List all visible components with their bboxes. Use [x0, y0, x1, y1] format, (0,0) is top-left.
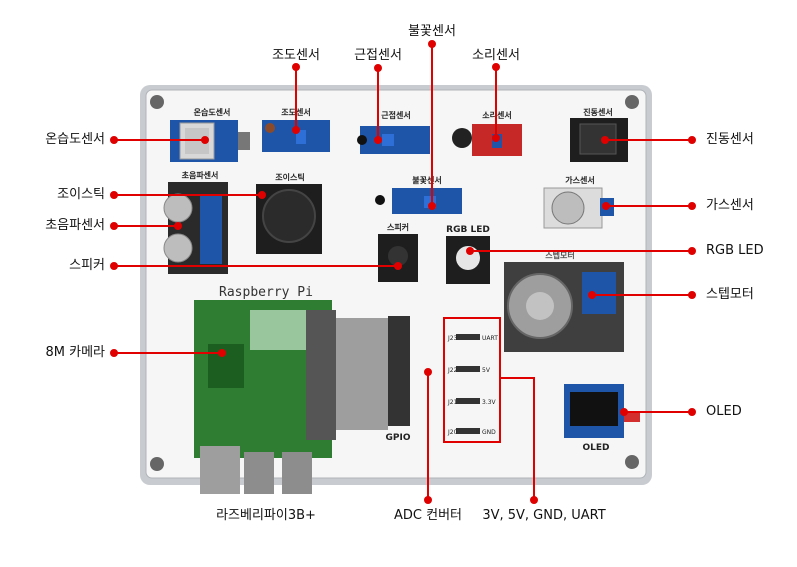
label-oled: OLED [706, 404, 742, 419]
module-joystick [256, 184, 322, 254]
board-text-oled: OLED [582, 443, 609, 453]
label-temp-humidity: 온습도센서 [45, 132, 105, 147]
board-text-j23: J23 [447, 335, 458, 342]
board-text-joystick: 조이스틱 [275, 172, 304, 182]
module-proximity [357, 126, 430, 154]
board-text-3v3: 3.3V [482, 399, 497, 406]
label-flame: 불꽃센서 [408, 24, 456, 39]
board-text-raspberry: Raspberry Pi [219, 285, 313, 300]
header-pins [443, 317, 501, 443]
board-text-ultrasonic: 초음파센서 [182, 170, 219, 180]
board-text-j21: J21 [447, 399, 458, 406]
board-text-temp-humidity: 온습도센서 [194, 107, 231, 117]
screw-icon [625, 455, 639, 469]
board-text-uart: UART [482, 335, 498, 342]
board-text-flame: 불꽃센서 [412, 175, 441, 185]
label-stepper: 스텝모터 [706, 287, 754, 302]
board-text-gas: 가스센서 [565, 175, 594, 185]
module-vibration [570, 118, 628, 162]
label-illuminance: 조도센서 [272, 48, 320, 63]
board-text-speaker: 스피커 [387, 222, 409, 232]
label-raspberry: 라즈베리파이3B+ [216, 508, 316, 523]
board-text-stepper: 스텝모터 [545, 250, 574, 260]
board-text-gnd: GND [482, 429, 496, 436]
module-oled [564, 384, 640, 438]
label-rgb-led: RGB LED [706, 243, 764, 258]
screw-icon [150, 457, 164, 471]
board-text-gpio: GPIO [386, 433, 411, 443]
label-adc: ADC 컨버터 [394, 508, 462, 523]
board-text-5v: 5V [482, 367, 491, 374]
module-speaker [378, 234, 418, 282]
board-text-vibration: 진동센서 [583, 107, 612, 117]
screw-icon [625, 95, 639, 109]
board-text-j22: J22 [447, 367, 458, 374]
label-camera: 8M 카메라 [45, 345, 106, 360]
label-speaker: 스피커 [69, 258, 105, 273]
module-rgb-led [446, 236, 490, 284]
label-power-uart: 3V, 5V, GND, UART [482, 508, 606, 523]
board-text-j20: J20 [447, 429, 458, 436]
callouts [110, 40, 696, 504]
label-joystick: 조이스틱 [57, 187, 105, 202]
module-stepper [504, 262, 624, 352]
label-vibration: 진동센서 [706, 132, 754, 147]
board-text-rgb-led: RGB LED [446, 225, 490, 235]
screw-icon [150, 95, 164, 109]
label-sound: 소리센서 [472, 48, 520, 63]
board-text-proximity: 근접센서 [381, 110, 410, 120]
label-ultrasonic: 초음파센서 [45, 218, 105, 233]
gpio-ribbon [306, 310, 410, 440]
module-gas [543, 187, 614, 229]
label-proximity: 근접센서 [354, 48, 402, 63]
label-gas: 가스센서 [706, 198, 754, 213]
